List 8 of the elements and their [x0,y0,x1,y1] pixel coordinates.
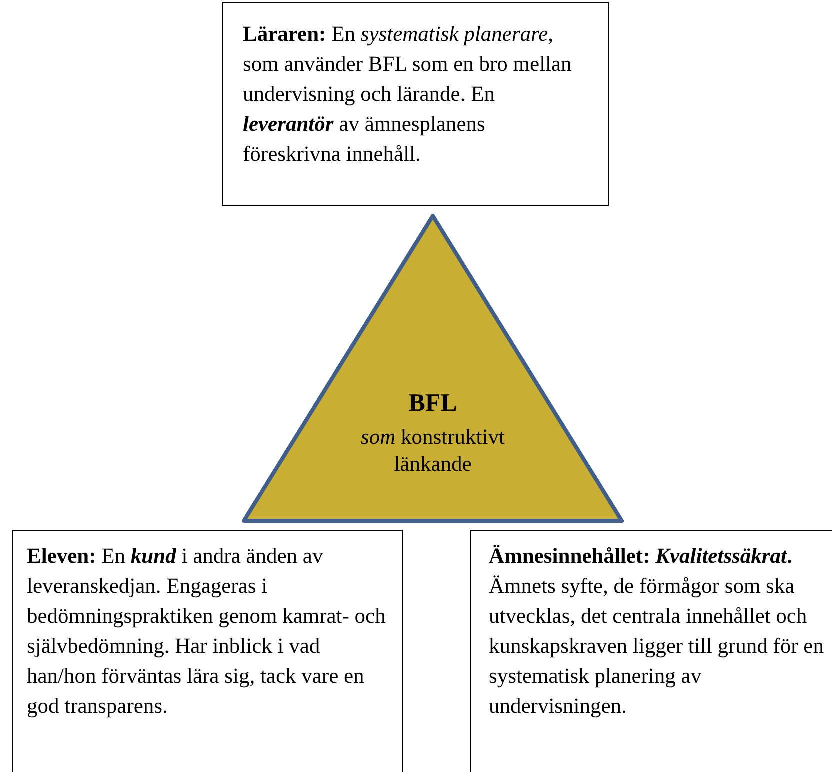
text-box [12,530,403,772]
description-text: Läraren: En systematisk planerare, som använder BFL som en bro mellan undervisning och lärande. En leverantör av ämnesplanens föreskrivna innehåll. [243,21,573,168]
triangle-title: BFL [408,390,458,418]
text-box [470,530,832,772]
text-box [222,2,609,206]
description-text: Ämnesinnehållet: Kvalitetssäkrat. Ämnets syfte, de förmågor som ska utvecklas, det centrala innehållet och kunskapskraven ligger till grund för en systematisk planering av undervisningen. [489,543,825,720]
description-text: Eleven: En kund i andra änden av leveranskedjan. Engageras i bedömningspraktiken genom kamrat- och självbedömning. Har inblick i vad han/hon förväntas lära sig, tack vare en god transparens. [27,543,387,720]
triangle-text: som konstruktivt länkande [360,424,506,478]
